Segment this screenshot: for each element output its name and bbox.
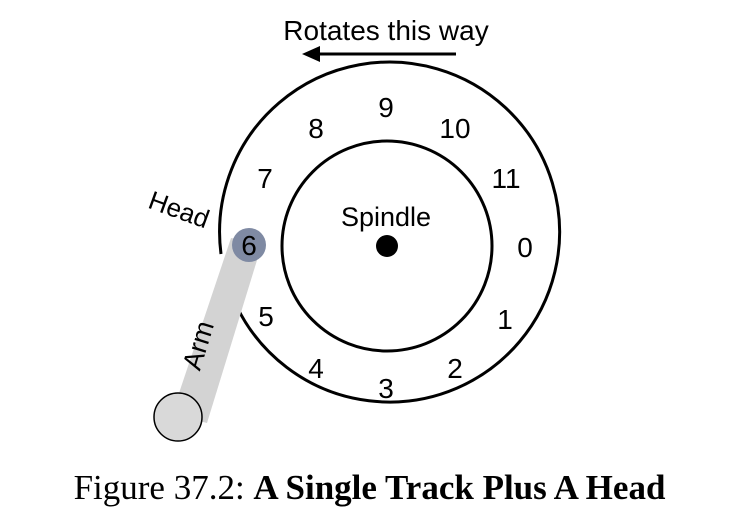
head <box>232 228 266 262</box>
sector-1: 1 <box>497 304 513 335</box>
caption-prefix: Figure 37.2: <box>73 468 245 507</box>
inner-circle <box>280 139 494 353</box>
sector-6: 6 <box>241 230 257 261</box>
sector-5: 5 <box>258 301 274 332</box>
sector-2: 2 <box>447 353 463 384</box>
arm-pivot <box>153 392 203 442</box>
outer-track-circle <box>218 60 562 404</box>
arm <box>172 238 262 423</box>
sector-0: 0 <box>517 232 533 263</box>
spindle-dot <box>376 235 398 257</box>
head-label: Head <box>145 185 214 234</box>
sector-7: 7 <box>257 163 273 194</box>
rotation-label: Rotates this way <box>283 15 488 46</box>
sector-9: 9 <box>378 92 394 123</box>
rotation-arrowhead <box>302 46 320 62</box>
sector-8: 8 <box>308 113 324 144</box>
sector-10: 10 <box>439 113 470 144</box>
sector-3: 3 <box>378 373 394 404</box>
caption-title: A Single Track Plus A Head <box>253 468 666 507</box>
figure-caption: Figure 37.2: A Single Track Plus A Head <box>0 466 739 510</box>
sector-4: 4 <box>308 353 324 384</box>
sector-11: 11 <box>491 163 520 194</box>
spindle-label: Spindle <box>341 202 431 232</box>
